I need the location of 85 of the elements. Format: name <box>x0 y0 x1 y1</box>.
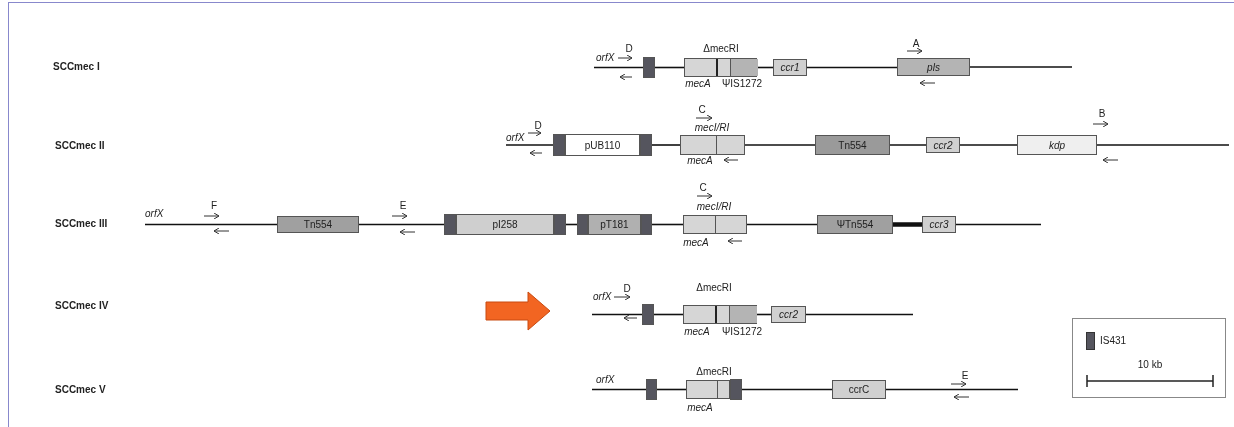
gene-box: Tn554 <box>277 216 359 233</box>
primer-label: E <box>399 201 407 211</box>
primer-label: E <box>961 371 969 381</box>
insertion-sequence-block <box>577 214 588 235</box>
gene-box: pUB110 <box>565 134 640 156</box>
gene-box: ΨTn554 <box>817 215 893 234</box>
chromosome-line <box>805 313 914 316</box>
gene-box: ccrC <box>832 380 886 399</box>
gene-box: ccr2 <box>926 137 960 153</box>
chromosome-line <box>955 223 1042 226</box>
gene-box: ccr3 <box>922 216 956 233</box>
primer-label: F <box>210 201 218 211</box>
gene-label: mecA <box>685 79 711 89</box>
gene-label: ΨIS1272 <box>721 327 763 337</box>
gene-label: orfX <box>593 292 612 302</box>
chromosome-line <box>505 144 554 146</box>
gene-label: mecI/RI <box>694 123 730 133</box>
gene-box: pI258 <box>456 214 554 235</box>
gene-box: pls <box>897 58 970 76</box>
legend-label: IS431 <box>1100 336 1127 346</box>
insertion-sequence-block <box>730 379 742 400</box>
primer-label: D <box>623 284 631 294</box>
chromosome-line <box>656 388 687 391</box>
gene-label: orfX <box>596 375 615 385</box>
insertion-sequence-block <box>642 304 654 325</box>
gene-box: ccr1 <box>773 59 807 76</box>
gene-label: orfX <box>145 209 164 219</box>
element-name: SCCmec II <box>55 141 105 151</box>
gene-label: mecA <box>687 403 713 413</box>
primer-label: C <box>699 183 707 193</box>
insertion-sequence-block <box>640 134 652 156</box>
element-name: SCCmec IV <box>55 301 109 311</box>
chromosome-line <box>959 144 1018 146</box>
chromosome-line <box>969 66 1073 68</box>
chromosome-line <box>653 313 684 316</box>
insertion-sequence-block <box>643 57 655 78</box>
gene-complex-block <box>684 58 757 77</box>
insertion-sequence-block <box>444 214 456 235</box>
gene-box: kdp <box>1017 135 1097 155</box>
gene-label: ΔmecRI <box>696 283 732 293</box>
gene-label: ΔmecRI <box>696 367 732 377</box>
chromosome-line <box>654 66 685 69</box>
chromosome-line <box>741 388 833 391</box>
chromosome-line <box>593 66 644 69</box>
element-name: SCCmec III <box>55 219 108 229</box>
primer-label: A <box>912 39 920 49</box>
chromosome-line <box>889 144 927 146</box>
chromosome-line <box>651 223 684 226</box>
chromosome-line <box>1096 144 1230 146</box>
gene-box: pT181 <box>588 214 641 235</box>
primer-label: D <box>534 121 542 131</box>
chromosome-line <box>746 223 818 226</box>
gene-label: mecI/RI <box>696 202 732 212</box>
primer-label: D <box>625 44 633 54</box>
gene-label: orfX <box>506 133 525 143</box>
gene-label: mecA <box>684 327 710 337</box>
chromosome-line <box>806 66 898 69</box>
element-name: SCCmec V <box>55 385 106 395</box>
gene-box: Tn554 <box>815 135 890 155</box>
chromosome-line <box>591 388 647 391</box>
gene-label: ΨIS1272 <box>721 79 763 89</box>
chromosome-line <box>893 222 922 227</box>
chromosome-line <box>885 388 1019 391</box>
chromosome-line <box>144 223 278 226</box>
gene-complex-block <box>686 380 730 399</box>
gene-complex-block <box>680 135 745 155</box>
primer-label: C <box>698 105 706 115</box>
insertion-sequence-block <box>641 214 652 235</box>
gene-label: mecA <box>683 238 709 248</box>
chromosome-line <box>591 313 643 316</box>
element-name: SCCmec I <box>53 62 100 72</box>
insertion-sequence-block <box>554 214 566 235</box>
scale-label: 10 kb <box>1137 360 1163 370</box>
gene-complex-block <box>683 305 757 324</box>
insertion-sequence-block <box>646 379 657 400</box>
gene-label: mecA <box>687 156 713 166</box>
chromosome-line <box>651 144 681 146</box>
chromosome-line <box>358 223 445 226</box>
gene-complex-block <box>683 215 747 234</box>
gene-label: ΔmecRI <box>703 44 739 54</box>
chromosome-line <box>744 144 816 146</box>
insertion-sequence-block <box>553 134 565 156</box>
gene-label: orfX <box>596 53 615 63</box>
primer-label: B <box>1098 109 1106 119</box>
gene-box: ccr2 <box>771 306 806 323</box>
